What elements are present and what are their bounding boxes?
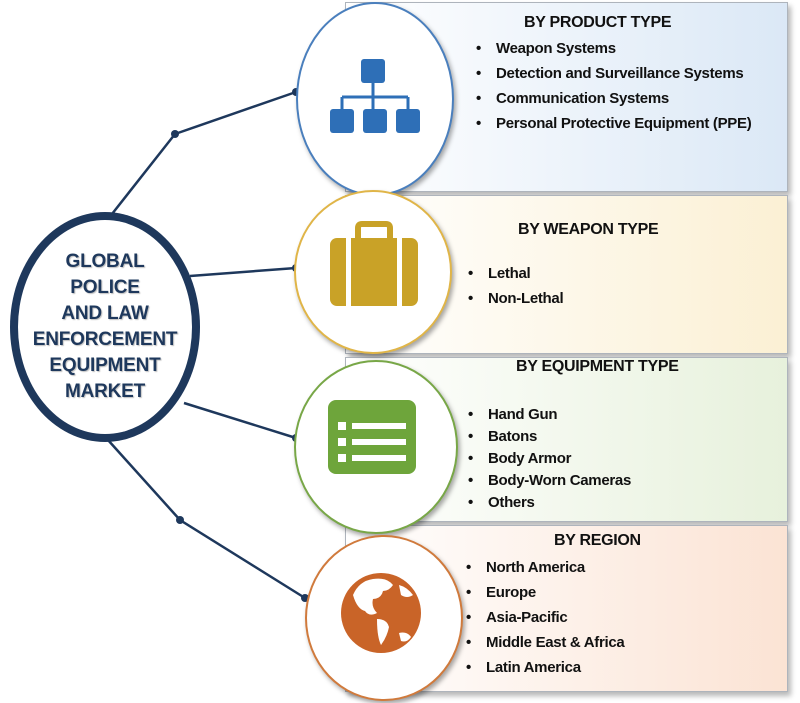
hierarchy-icon [330, 59, 420, 133]
list-icon [328, 400, 416, 474]
list-item: Latin America [464, 655, 744, 680]
list-item: Body Armor [466, 448, 746, 470]
list-item: North America [464, 555, 744, 580]
list-item: Personal Protective Equipment (PPE) [474, 111, 764, 136]
list-icon-circle [294, 360, 458, 534]
segment-title: BY WEAPON TYPE [518, 221, 659, 238]
segment-title: BY REGION [554, 532, 641, 549]
segment-list: Hand Gun Batons Body Armor Body-Worn Cam… [466, 404, 746, 514]
central-hub-inner: GLOBAL POLICE AND LAW ENFORCEMENT EQUIPM… [18, 220, 192, 434]
segment-title: BY PRODUCT TYPE [524, 14, 672, 31]
globe-icon [341, 573, 421, 653]
hierarchy-icon-circle [296, 2, 454, 196]
globe-icon-circle [305, 535, 463, 701]
list-item: Non-Lethal [466, 286, 746, 311]
list-item: Middle East & Africa [464, 630, 744, 655]
list-item: Communication Systems [474, 86, 764, 111]
segment-list: North America Europe Asia-Pacific Middle… [464, 555, 744, 680]
list-item: Batons [466, 426, 746, 448]
connector-weapon [189, 266, 297, 278]
briefcase-icon [330, 221, 418, 306]
list-item: Lethal [466, 261, 746, 286]
list-item: Others [466, 492, 746, 514]
central-hub: GLOBAL POLICE AND LAW ENFORCEMENT EQUIPM… [10, 212, 200, 442]
briefcase-icon-circle [294, 190, 452, 354]
list-item: Detection and Surveillance Systems [474, 61, 764, 86]
connector-region [107, 439, 306, 600]
connector-equipment [183, 401, 297, 440]
list-item: Body-Worn Cameras [466, 470, 746, 492]
list-item: Asia-Pacific [464, 605, 744, 630]
segment-list: Lethal Non-Lethal [466, 261, 746, 311]
segment-title: BY EQUIPMENT TYPE [516, 358, 679, 375]
list-item: Hand Gun [466, 404, 746, 426]
hub-title: GLOBAL POLICE AND LAW ENFORCEMENT EQUIPM… [32, 251, 178, 402]
connector-product [111, 90, 297, 215]
segment-list: Weapon Systems Detection and Surveillanc… [474, 36, 764, 136]
list-item: Weapon Systems [474, 36, 764, 61]
list-item: Europe [464, 580, 744, 605]
